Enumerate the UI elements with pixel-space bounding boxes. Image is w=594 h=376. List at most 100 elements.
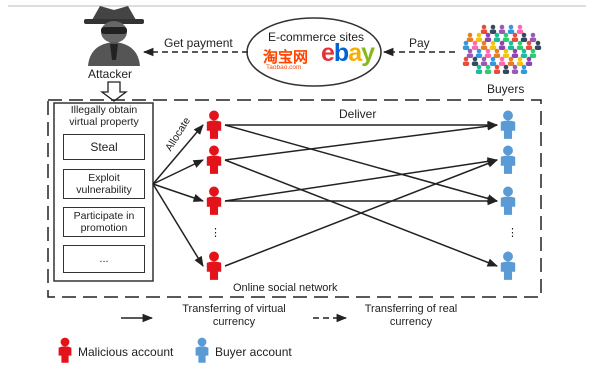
panel-title-line2: virtual property [69, 116, 139, 128]
crowd-head [526, 56, 532, 62]
legend-buyer-icon [195, 337, 209, 363]
get-payment-label: Get payment [164, 36, 233, 50]
crowd-body [471, 61, 479, 66]
crowd-head [481, 56, 487, 62]
crowd-head [517, 40, 523, 46]
crowd-head [521, 64, 527, 70]
malicious-account-icon-3 [206, 186, 222, 215]
exploit-vulnerability-label: Exploit vulnerability [76, 172, 132, 196]
crowd-body [480, 29, 488, 34]
participate-promotion-box: Participate in promotion [63, 207, 145, 237]
crowd-head [494, 32, 500, 38]
crowd-head [530, 48, 536, 54]
crowd-head [481, 40, 487, 46]
crowd-head [512, 32, 518, 38]
crowd-body [520, 69, 528, 74]
crowd-body [520, 53, 528, 58]
attacker-down-arrow [100, 81, 128, 102]
crowd-body [507, 45, 515, 50]
allocate-arrow-2 [152, 159, 204, 185]
crowd-head [476, 32, 482, 38]
crowd-head [530, 32, 536, 38]
crowd-head [512, 48, 518, 54]
crowd-body [484, 37, 492, 42]
deliver-arrow-7 [224, 159, 498, 267]
crowd-head [463, 56, 469, 62]
crowd-body [502, 37, 510, 42]
crowd-head [485, 48, 491, 54]
malicious-account-icon-2 [206, 145, 222, 174]
crowd-body [516, 45, 524, 50]
panel-title-line1: Illegally obtain [70, 104, 138, 116]
crowd-head [467, 32, 473, 38]
legend-malicious-label: Malicious account [78, 345, 174, 359]
allocate-arrow-4 [152, 183, 204, 267]
buyers-label: Buyers [487, 82, 525, 96]
other-methods-label: ... [99, 253, 109, 265]
crowd-body [462, 45, 470, 50]
crowd-body [498, 45, 506, 50]
crowd-body [480, 45, 488, 50]
taobao-logo: 淘宝网 [263, 48, 309, 66]
buyer-account-icon-2 [500, 145, 516, 174]
crowd-body [484, 53, 492, 58]
crowd-head [467, 48, 473, 54]
crowd-head [526, 40, 532, 46]
crowd-head [494, 48, 500, 54]
legend-malicious-icon [58, 337, 72, 363]
taobao-logo-en: Taobao.com [266, 64, 302, 71]
crowd-head [485, 32, 491, 38]
crowd-head [517, 24, 523, 30]
attacker-icon [84, 6, 144, 66]
crowd-head [476, 64, 482, 70]
crowd-body [525, 45, 533, 50]
crowd-head [503, 48, 509, 54]
crowd-body [475, 69, 483, 74]
crowd-body [502, 69, 510, 74]
crowd-body [493, 69, 501, 74]
legend-real-line2: currency [389, 316, 433, 328]
crowd-head [512, 64, 518, 70]
crowd-head [481, 24, 487, 30]
malicious-account-icon-4 [206, 251, 222, 280]
buyer-account-icon-1 [500, 110, 516, 139]
crowd-head [508, 40, 514, 46]
crowd-body [511, 69, 519, 74]
crowd-body [516, 29, 524, 34]
crowd-head [503, 64, 509, 70]
crowd-body [489, 45, 497, 50]
crowd-body [493, 53, 501, 58]
crowd-body [484, 69, 492, 74]
malicious-account-icon-1 [206, 110, 222, 139]
network-label: Online social network [233, 282, 338, 294]
other-methods-box: ... [63, 245, 145, 273]
deliver-arrow-3 [224, 122, 499, 161]
deliver-arrow-2 [224, 124, 499, 203]
crowd-body [516, 61, 524, 66]
crowd-body [529, 37, 537, 42]
crowd-head [521, 48, 527, 54]
crowd-head [472, 40, 478, 46]
legend-buyer-label: Buyer account [215, 345, 292, 359]
pay-label: Pay [409, 36, 430, 50]
legend-virtual-line2: currency [212, 316, 256, 328]
legend-virtual-line1: Transferring of virtual [182, 303, 286, 315]
crowd-head [508, 56, 514, 62]
crowd-head [517, 56, 523, 62]
crowd-head [508, 24, 514, 30]
deliver-label: Deliver [339, 107, 377, 121]
social-network-frame [47, 99, 542, 298]
crowd-body [471, 45, 479, 50]
crowd-head [490, 24, 496, 30]
crowd-head [494, 64, 500, 70]
allocate-arrow-1 [152, 124, 204, 185]
crowd-body [493, 37, 501, 42]
crowd-body [475, 37, 483, 42]
steal-box: Steal [63, 134, 145, 160]
steal-label: Steal [90, 140, 118, 154]
crowd-head [499, 40, 505, 46]
crowd-head [485, 64, 491, 70]
crowd-body [466, 53, 474, 58]
participate-promotion-label: Participate in promotion [73, 210, 135, 234]
crowd-body [498, 29, 506, 34]
